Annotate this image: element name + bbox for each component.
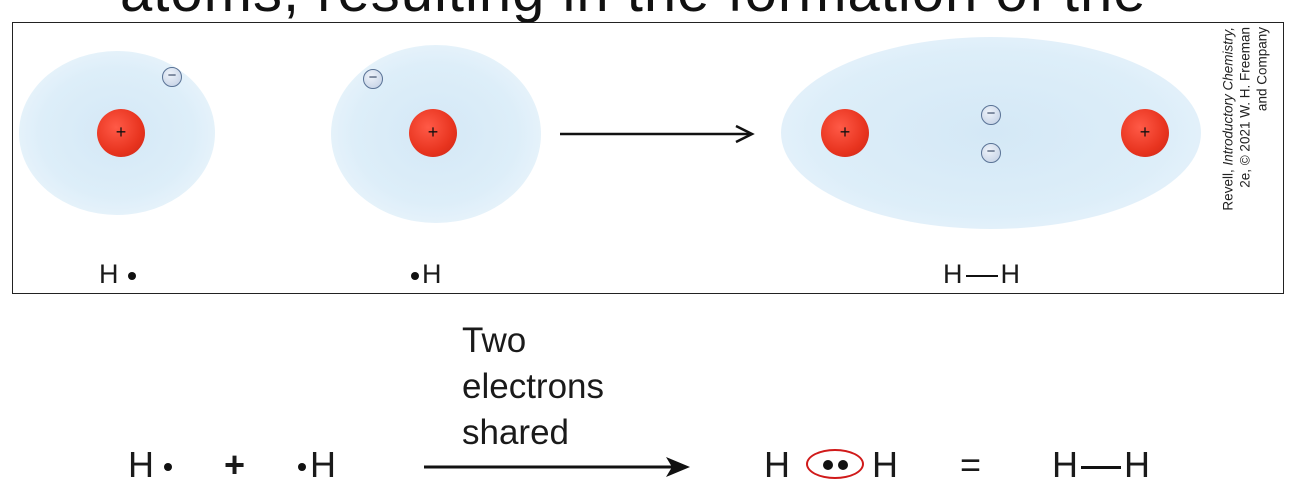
caption-line: electrons [462,367,605,406]
nucleus-middle-atom: + [409,109,457,157]
caption-line: Two [462,321,527,360]
electron-sign: − [986,105,996,122]
unpaired-electron-dot [164,463,173,472]
shared-electrons-arrow-icon [424,457,690,477]
electron-molecule-bottom: − [981,143,1001,163]
nucleus-sign: + [115,122,127,142]
electron-sign: − [986,143,996,160]
shared-electron-pair-icon [806,449,864,479]
element-symbol: H [99,259,119,289]
caption-line: shared [462,413,570,452]
nucleus-sign: + [839,122,851,142]
unpaired-electron-dot [411,271,419,280]
lewis-label-left-atom: H [99,259,137,290]
nucleus-sign: + [1139,122,1151,142]
unpaired-electron-dot [128,271,137,280]
nucleus-sign: + [427,122,439,142]
product-h-left: H [764,444,790,485]
electron-sign: − [368,69,378,86]
nucleus-left-atom: + [97,109,145,157]
single-bond-line [965,274,998,278]
element-symbol: H [1124,444,1150,485]
element-symbol: H [1000,259,1021,289]
equals-sign: = [960,444,982,485]
clipped-heading-text: atoms, resulting in the formation of the [120,0,1147,25]
credit-book-title: Introductory Chemistry, [1220,27,1236,166]
element-symbol: H [422,259,442,289]
nucleus-molecule-left: + [821,109,869,157]
credit-publisher: and Company [1254,27,1270,112]
copyright-credit: Revell, Introductory Chemistry, 2e, © 20… [1209,27,1281,289]
lewis-label-middle-atom: H [411,259,442,290]
nucleus-molecule-right: + [1121,109,1169,157]
plus-sign: + [224,444,246,485]
electron-middle-atom: − [363,69,383,89]
element-symbol: H [310,444,336,485]
electron-sign: − [167,67,177,84]
equation-right-hydrogen: H [298,444,336,486]
arrow-caption: Two electrons shared [462,318,604,456]
shared-electron-dot [838,460,848,470]
shared-electron-dot [823,460,833,470]
unpaired-electron-dot [298,463,306,472]
credit-author: Revell, [1220,165,1236,211]
credit-edition: 2e, © 2021 W. H. Freeman [1237,27,1253,188]
electron-left-atom: − [162,67,182,87]
product-h-right: H [872,444,898,485]
equation-left-hydrogen: H [128,444,173,486]
element-symbol: H [128,444,154,485]
element-symbol: H [943,259,963,289]
reaction-arrow-icon [560,124,755,144]
single-bond-line [1081,466,1121,469]
element-symbol: H [1052,444,1078,485]
electron-molecule-top: − [981,105,1001,125]
